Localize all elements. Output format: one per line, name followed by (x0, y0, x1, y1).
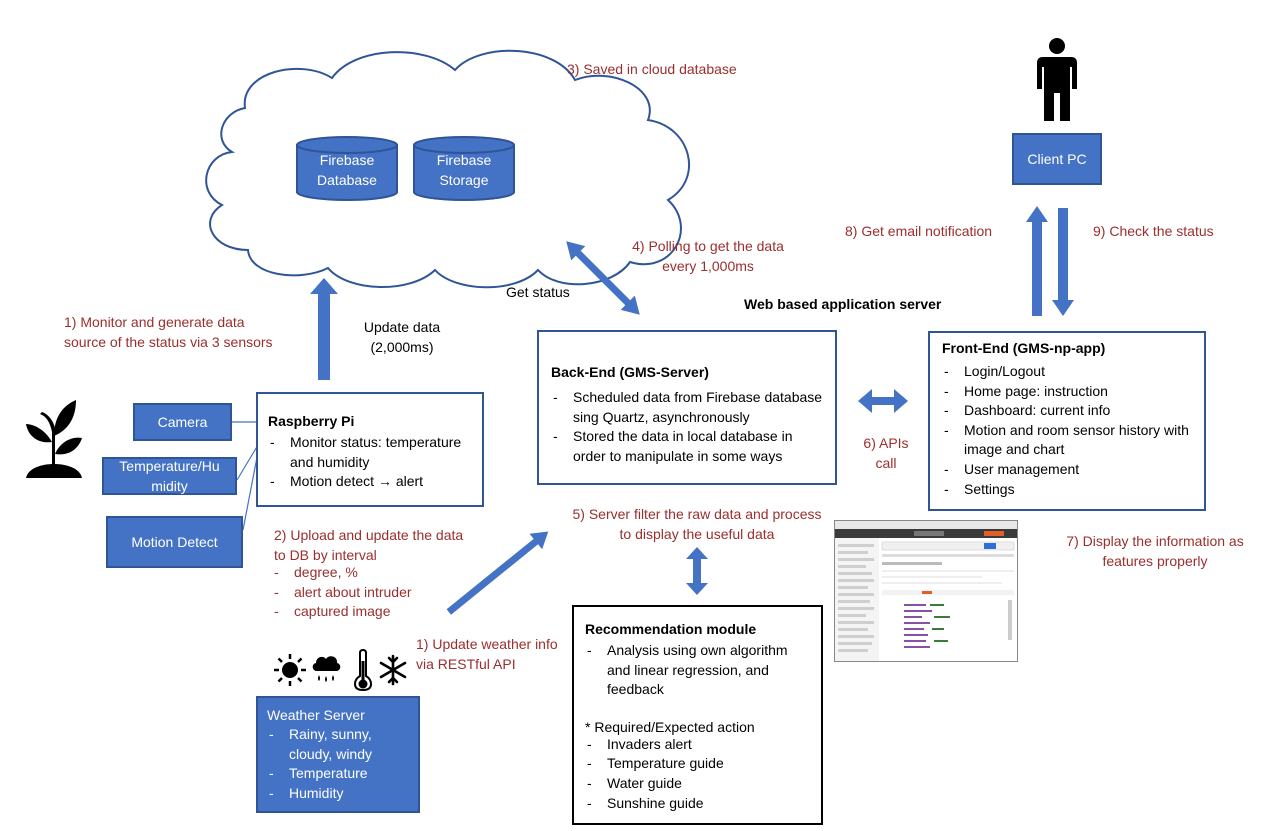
display-label: 7) Display the information as features p… (1066, 533, 1244, 569)
recommendation-action: Sunshine guide (585, 794, 813, 814)
backend-box: Back-End (GMS-Server) Scheduled data fro… (537, 330, 837, 485)
web-server-label: Web based application server (744, 296, 942, 312)
frontend-item: Home page: instruction (942, 382, 1196, 402)
apis-label: 6) APIs call (863, 435, 909, 471)
upload-item: degree, % (272, 563, 412, 583)
recommendation-action: Invaders alert (585, 735, 813, 755)
weather-server-title: Weather Server (267, 707, 365, 723)
sun-icon (274, 654, 306, 686)
client-pc-label: Client PC (1027, 151, 1087, 167)
recommendation-action: Water guide (585, 774, 813, 794)
weather-server-items: Rainy, sunny, cloudy, windy Temperature … (267, 725, 412, 803)
backend-title: Back-End (GMS-Server) (551, 364, 709, 380)
get-status-label: Get status (506, 284, 570, 300)
recommendation-actions: Invaders alert Temperature guide Water g… (585, 735, 813, 813)
frontend-title: Front-End (GMS-np-app) (942, 340, 1106, 356)
raspberry-pi-item: Motion detect → alert (268, 472, 474, 492)
backend-item: Scheduled data from Firebase database si… (551, 388, 825, 427)
polling-label: 4) Polling to get the data every 1,000ms (632, 238, 784, 274)
person-icon (1037, 38, 1077, 121)
update-data-arrow (310, 278, 338, 380)
frontend-box: Front-End (GMS-np-app) Login/Logout Home… (928, 331, 1206, 511)
recommendation-action: Temperature guide (585, 754, 813, 774)
firebase-database-cylinder (296, 136, 398, 201)
firebase-storage-label: Firebase Storage (436, 152, 492, 188)
raspberry-pi-items: Monitor status: temperature and humidity… (268, 433, 474, 492)
check-status-arrow (1052, 208, 1074, 316)
backend-items: Scheduled data from Firebase database si… (551, 388, 825, 466)
polling-arrow (566, 241, 640, 315)
firebase-database-label: Firebase Database (317, 152, 377, 188)
raspberry-pi-item: Monitor status: temperature and humidity (268, 433, 474, 472)
weather-server-item: Humidity (267, 784, 412, 804)
recommendation-title: Recommendation module (585, 621, 757, 637)
temperature-humidity-box: Temperature/Humidity (102, 457, 237, 495)
camera-box: Camera (133, 403, 232, 441)
upload-item: captured image (272, 602, 412, 622)
filter-arrow (686, 547, 708, 595)
backend-item: Stored the data in local database in ord… (551, 427, 825, 466)
frontend-items: Login/Logout Home page: instruction Dash… (942, 362, 1196, 499)
frontend-item: User management (942, 460, 1196, 480)
thermometer-icon (353, 649, 373, 691)
frontend-item: Dashboard: current info (942, 401, 1196, 421)
email-arrow (1026, 206, 1048, 316)
recommendation-analysis-item: Analysis using own algorithm and linear … (585, 641, 813, 700)
weather-server-item: Rainy, sunny, cloudy, windy (267, 725, 412, 764)
weather-update-label: 1) Update weather info via RESTful API (416, 636, 558, 672)
upload-label: 2) Upload and update the data to DB by i… (274, 527, 464, 563)
plant-icon (26, 400, 82, 478)
snowflake-icon (379, 654, 407, 686)
motion-detect-label: Motion Detect (131, 534, 218, 550)
check-status-label: 9) Check the status (1093, 223, 1214, 239)
upload-item: alert about intruder (272, 583, 412, 603)
filter-label: 5) Server filter the raw data and proces… (572, 506, 822, 542)
upload-items: degree, % alert about intruder captured … (272, 563, 412, 622)
rain-cloud-icon (312, 656, 341, 682)
email-label: 8) Get email notification (845, 223, 993, 239)
raspberry-pi-title: Raspberry Pi (268, 413, 355, 429)
update-data-label: Update data (2,000ms) (363, 319, 441, 355)
api-call-arrow (858, 389, 908, 413)
app-screenshot-thumbnail (834, 520, 1018, 662)
recommendation-subheading: * Required/Expected action (585, 718, 755, 735)
raspberry-pi-box: Raspberry Pi Monitor status: temperature… (256, 392, 484, 507)
motion-detect-box: Motion Detect (106, 516, 243, 568)
frontend-item: Login/Logout (942, 362, 1196, 382)
weather-server-box: Weather Server Rainy, sunny, cloudy, win… (256, 696, 420, 813)
frontend-item: Motion and room sensor history with imag… (942, 421, 1196, 460)
recommendation-box: Recommendation module Analysis using own… (572, 605, 823, 825)
weather-server-item: Temperature (267, 764, 412, 784)
sensor-connectors (232, 421, 259, 531)
monitor-label: 1) Monitor and generate data source of t… (64, 314, 273, 350)
temperature-humidity-label: Temperature/Humidity (119, 458, 220, 494)
camera-label: Camera (157, 414, 208, 430)
upload-arrow (446, 531, 549, 615)
firebase-storage-cylinder (413, 136, 515, 201)
client-pc-box: Client PC (1012, 133, 1102, 185)
frontend-item: Settings (942, 480, 1196, 500)
recommendation-analysis: Analysis using own algorithm and linear … (585, 641, 813, 700)
cloud-caption: 3) Saved in cloud database (567, 61, 737, 77)
